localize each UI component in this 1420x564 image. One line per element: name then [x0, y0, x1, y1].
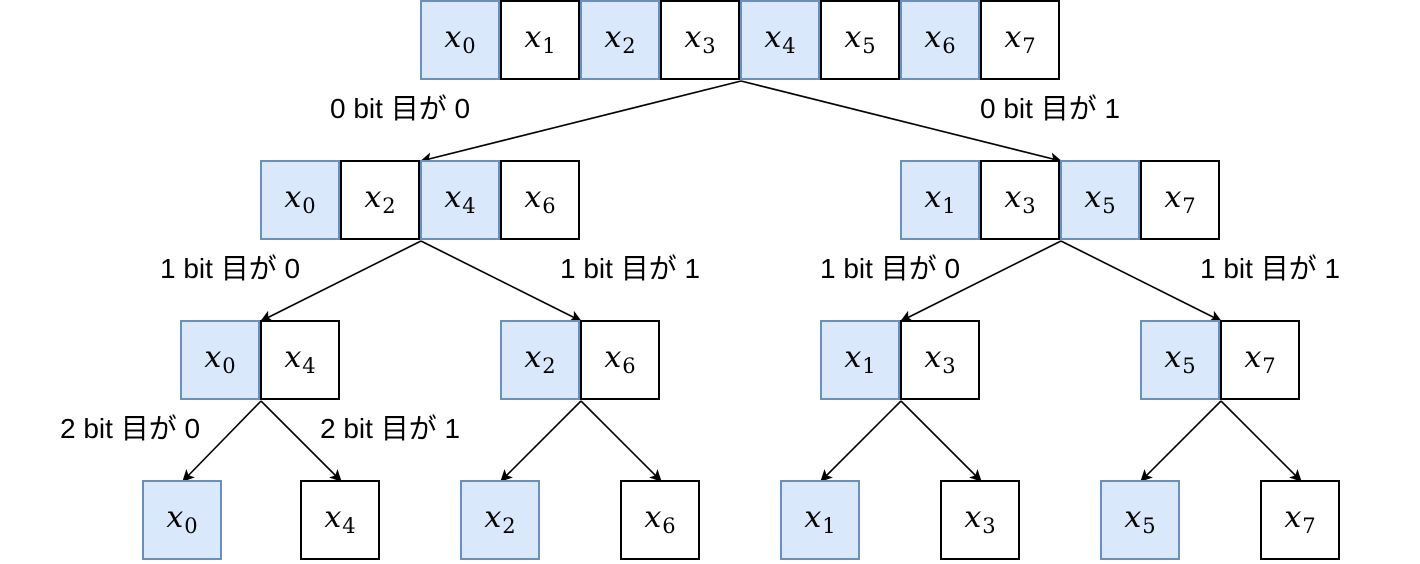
- tree-edge-arrow: [182, 400, 262, 482]
- variable-label: x2: [524, 340, 556, 378]
- tree-edge-arrow: [260, 400, 342, 482]
- edge-label-bit2-one: 2 bit 目が 1: [320, 413, 461, 444]
- variable-label: x6: [924, 20, 956, 58]
- variable-label: x1: [524, 20, 556, 58]
- variable-label: x0: [284, 180, 316, 218]
- tree-edge-arrow: [900, 240, 1062, 322]
- array-cell-x3: x3: [940, 480, 1020, 560]
- array-cell-x6: x6: [620, 480, 700, 560]
- variable-label: x7: [1244, 340, 1276, 378]
- array-cell-x1: x1: [820, 320, 900, 400]
- array-cell-x4: x4: [740, 0, 820, 80]
- variable-label: x4: [324, 500, 356, 538]
- edge-label-bit0-one: 0 bit 目が 1: [980, 93, 1121, 124]
- variable-label: x5: [1084, 180, 1116, 218]
- array-cell-x3: x3: [900, 320, 980, 400]
- array-cell-x4: x4: [300, 480, 380, 560]
- array-cell-x4: x4: [260, 320, 340, 400]
- tree-edge-arrow: [580, 400, 662, 482]
- array-cell-x2: x2: [580, 0, 660, 80]
- variable-label: x3: [1004, 180, 1036, 218]
- array-cell-x7: x7: [1220, 320, 1300, 400]
- variable-label: x1: [804, 500, 836, 538]
- variable-label: x3: [964, 500, 996, 538]
- array-cell-x7: x7: [1260, 480, 1340, 560]
- tree-edge-arrow: [1060, 240, 1222, 322]
- variable-label: x7: [1164, 180, 1196, 218]
- variable-label: x5: [1124, 500, 1156, 538]
- tree-edge-arrow: [420, 80, 742, 165]
- variable-label: x1: [924, 180, 956, 218]
- variable-label: x4: [764, 20, 796, 58]
- variable-label: x3: [684, 20, 716, 58]
- edge-label-bit0-zero: 0 bit 目が 0: [330, 93, 471, 124]
- variable-label: x4: [444, 180, 476, 218]
- array-cell-x1: x1: [900, 160, 980, 240]
- array-cell-x3: x3: [980, 160, 1060, 240]
- array-cell-x0: x0: [180, 320, 260, 400]
- tree-edge-arrow: [820, 400, 902, 482]
- variable-label: x6: [604, 340, 636, 378]
- array-cell-x0: x0: [260, 160, 340, 240]
- variable-label: x6: [644, 500, 676, 538]
- edge-label-bit2-zero: 2 bit 目が 0: [60, 413, 201, 444]
- variable-label: x0: [166, 500, 198, 538]
- array-cell-x5: x5: [1100, 480, 1180, 560]
- variable-label: x4: [284, 340, 316, 378]
- array-cell-x2: x2: [500, 320, 580, 400]
- variable-label: x2: [484, 500, 516, 538]
- array-cell-x2: x2: [340, 160, 420, 240]
- edge-label-bit1-zero-right: 1 bit 目が 0: [820, 253, 961, 284]
- array-cell-x0: x0: [142, 480, 222, 560]
- variable-label: x5: [1164, 340, 1196, 378]
- variable-label: x0: [444, 20, 476, 58]
- variable-label: x3: [924, 340, 956, 378]
- variable-label: x0: [204, 340, 236, 378]
- variable-label: x2: [364, 180, 396, 218]
- tree-edge-arrow: [500, 400, 582, 482]
- array-cell-x1: x1: [500, 0, 580, 80]
- array-cell-x4: x4: [420, 160, 500, 240]
- edge-label-bit1-zero-left: 1 bit 目が 0: [160, 253, 301, 284]
- tree-edge-arrow: [900, 400, 982, 482]
- tree-edge-arrow: [1220, 400, 1302, 482]
- array-cell-x0: x0: [420, 0, 500, 80]
- tree-edge-arrow: [1140, 400, 1222, 482]
- variable-label: x7: [1004, 20, 1036, 58]
- variable-label: x6: [524, 180, 556, 218]
- variable-label: x5: [844, 20, 876, 58]
- array-cell-x7: x7: [1140, 160, 1220, 240]
- variable-label: x7: [1284, 500, 1316, 538]
- tree-edge-arrow: [420, 240, 582, 322]
- variable-label: x1: [844, 340, 876, 378]
- array-cell-x6: x6: [900, 0, 980, 80]
- array-cell-x2: x2: [460, 480, 540, 560]
- array-cell-x6: x6: [580, 320, 660, 400]
- array-cell-x5: x5: [1060, 160, 1140, 240]
- tree-edge-arrow: [260, 240, 422, 322]
- array-cell-x6: x6: [500, 160, 580, 240]
- array-cell-x3: x3: [660, 0, 740, 80]
- edge-label-bit1-one-left: 1 bit 目が 1: [560, 253, 701, 284]
- array-cell-x7: x7: [980, 0, 1060, 80]
- array-cell-x1: x1: [780, 480, 860, 560]
- edge-label-bit1-one-right: 1 bit 目が 1: [1200, 253, 1341, 284]
- array-cell-x5: x5: [1140, 320, 1220, 400]
- array-cell-x5: x5: [820, 0, 900, 80]
- tree-edge-arrow: [740, 80, 1062, 165]
- variable-label: x2: [604, 20, 636, 58]
